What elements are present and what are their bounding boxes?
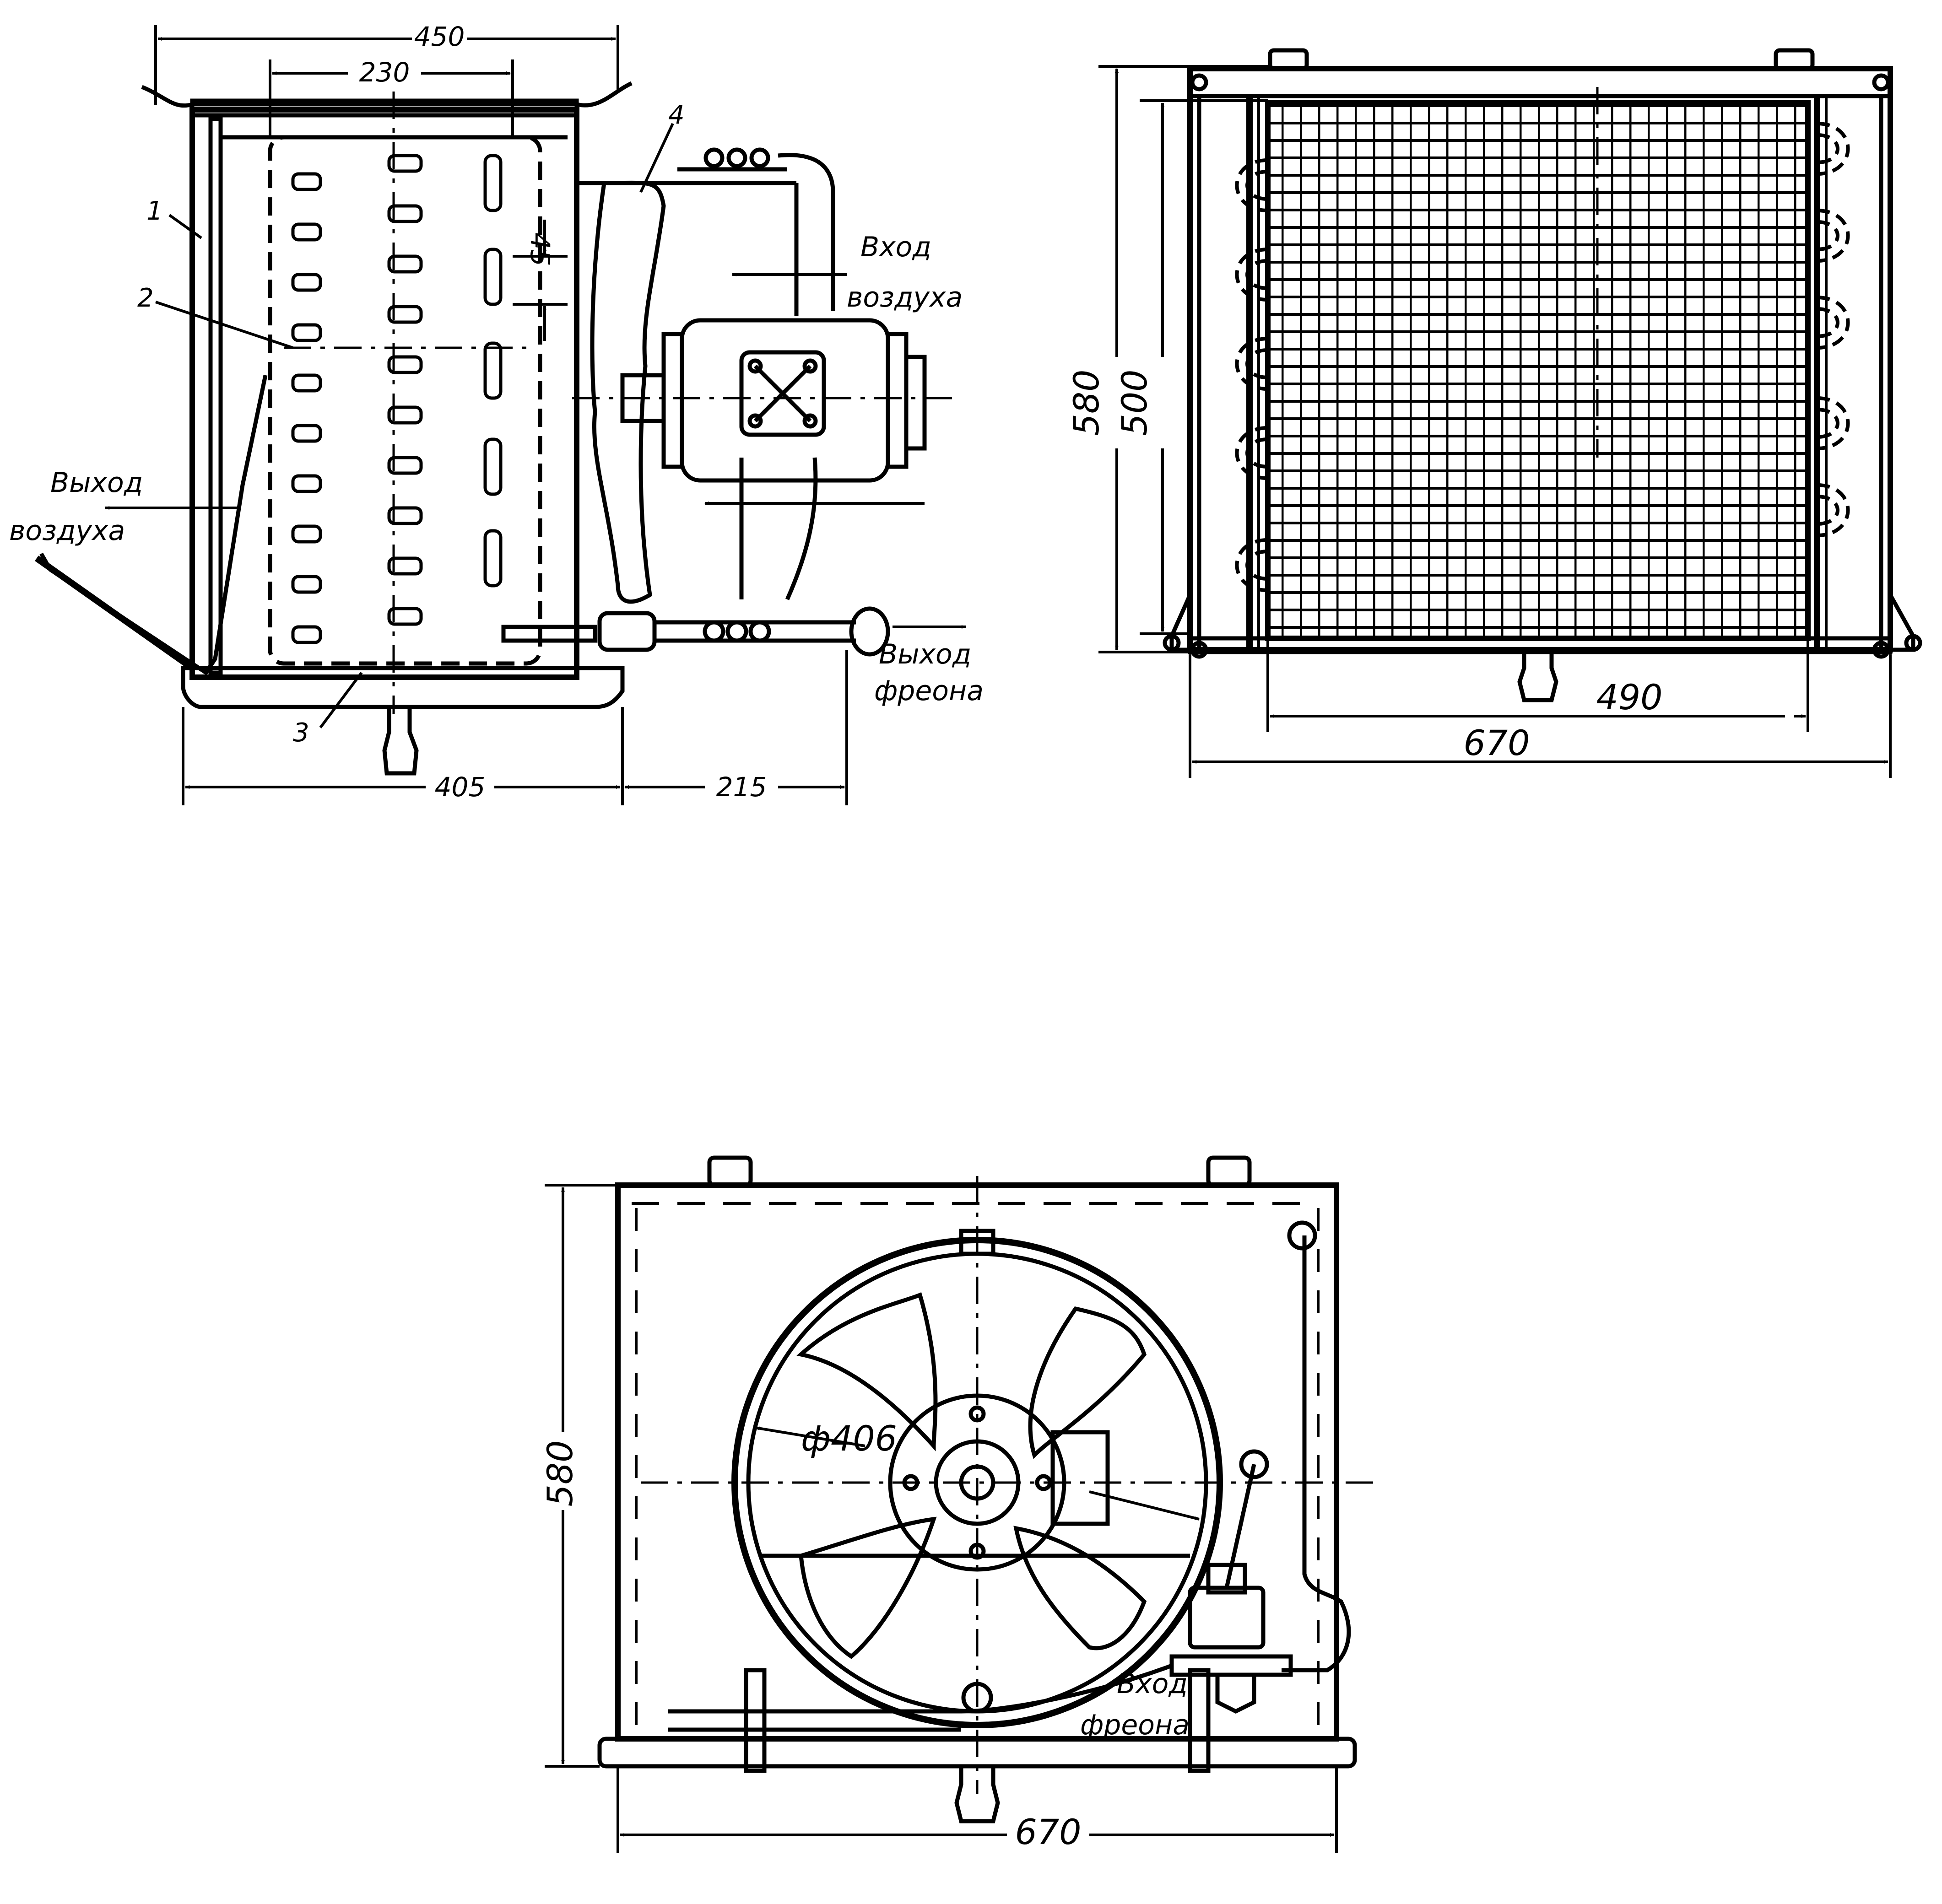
dim-670-front: 670 [1463,723,1530,763]
freon-riser [1282,1235,1351,1672]
side-view [34,81,961,776]
housing [189,107,579,680]
part-number-2: 2 [137,283,154,313]
fan-blade-2 [1028,1306,1147,1459]
fin-column-middle [387,154,423,626]
dim-diameter-406: ф406 [801,1418,897,1459]
dim-215: 215 [716,771,767,803]
dim-580-fan: 580 [540,1440,580,1506]
front-view-labels: 580 500 490 670 [1066,369,1663,763]
fan-view-labels: ф406 580 670 Вход фреона [540,1418,1190,1852]
side-view-dimensions [105,25,966,805]
freon-outlet-label-line2: фреона [874,675,984,707]
coil-block [268,135,542,666]
dim-500-front: 500 [1114,369,1155,436]
fan-view [597,1155,1373,1823]
u-bends-right [1817,122,1850,537]
side-view-labels: 450 230 45 405 215 1 2 3 4 Вход воздуха … [9,21,984,803]
drain-fitting [382,707,419,776]
front-view-dimensions [1098,65,1892,778]
freon-inlet-label-line1: Вход [1117,1668,1188,1700]
fan-blade-side [590,180,666,604]
rivets-side [635,1208,1320,1730]
fan-view-tray [597,1737,1357,1769]
fin-column-right [483,154,503,588]
front-drain [1517,652,1558,702]
part-number-3: 3 [293,718,309,748]
dim-230: 230 [359,57,410,88]
dim-670-fan: 670 [1015,1812,1081,1852]
part-number-1: 1 [146,196,163,226]
front-view [1163,48,1922,702]
motor [680,318,890,483]
fin-column-left [291,172,322,644]
expansion-valve [1188,1586,1266,1650]
coil-grid [1265,100,1811,641]
air-inlet-label-line2: воздуха [847,281,963,313]
fan-blade-1 [796,1292,938,1451]
freon-pipe [501,625,597,643]
fan-lug-right [1206,1155,1252,1187]
air-outlet-label-line2: воздуха [9,515,125,547]
dim-580-front: 580 [1066,369,1107,436]
u-bends-left [1235,158,1268,592]
mounting-lug-right [1774,48,1815,71]
freon-inlet-label-line2: фреона [1080,1709,1190,1741]
drip-tray [181,666,625,709]
fan-view-dimensions [545,1184,1338,1853]
mounting-lug-left [1268,48,1309,71]
part-number-4: 4 [668,100,685,130]
fan-lug-left [707,1155,753,1187]
fan-blade-4 [1013,1526,1147,1650]
dim-450: 450 [414,21,465,52]
dim-490: 490 [1596,677,1662,717]
motor-support [739,457,818,600]
dim-405: 405 [435,771,486,803]
air-outlet-label-line1: Выход [50,467,143,499]
air-inlet-label-line1: Вход [860,231,931,263]
dim-45: 45 [525,232,556,266]
freon-outlet-label-line1: Выход [879,638,971,670]
fan-blade-3 [799,1516,937,1659]
